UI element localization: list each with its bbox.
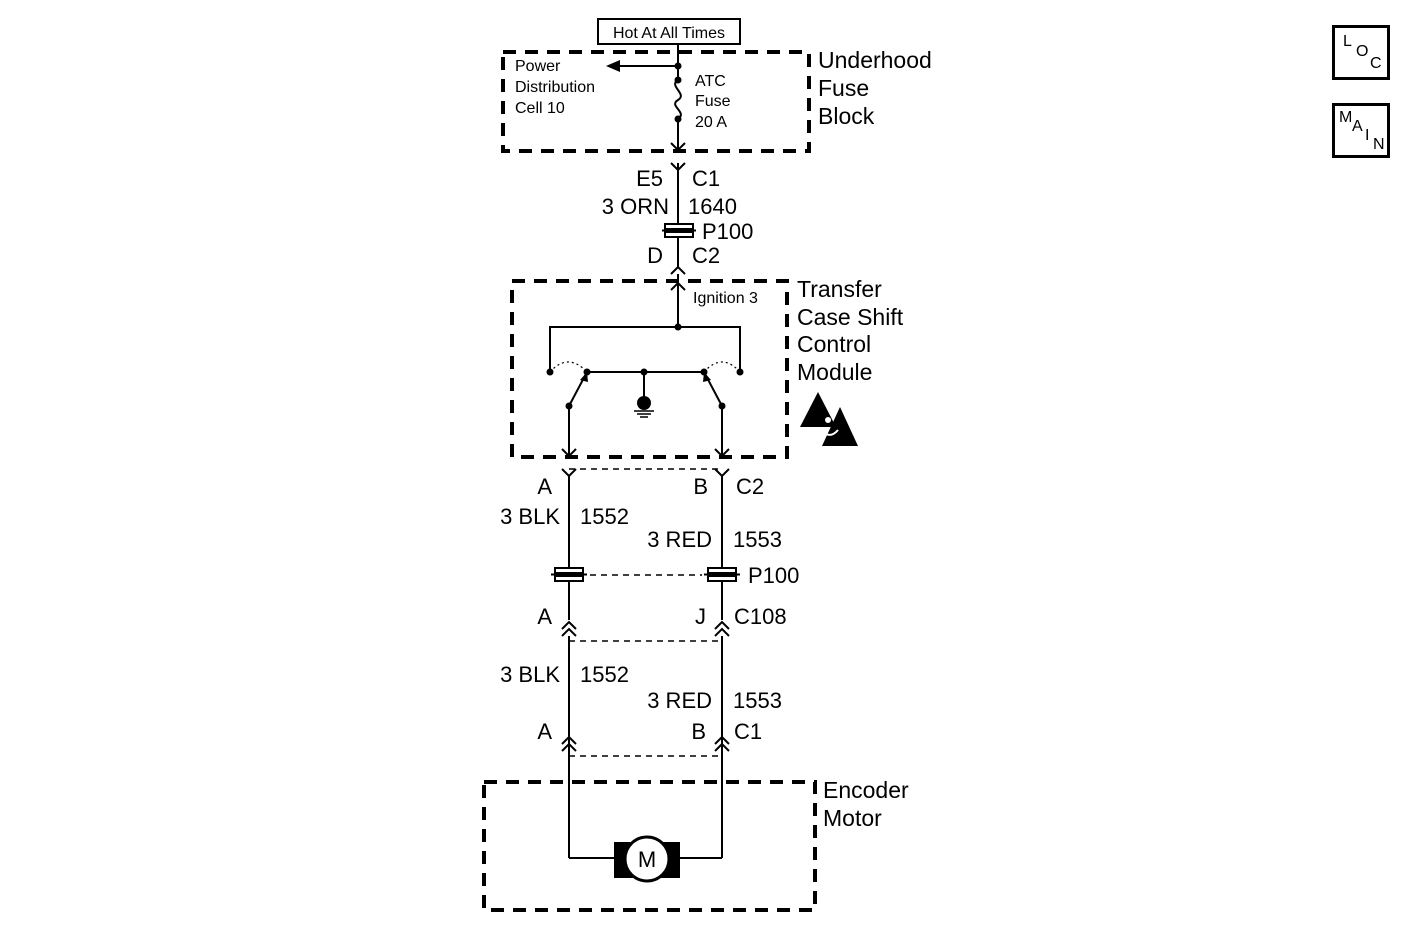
- power-dist-line-3: Cell 10: [515, 100, 565, 117]
- fuse-circuit: [606, 44, 686, 152]
- loc-letter-c: C: [1370, 55, 1382, 72]
- conn-upper-connector-2: C2: [692, 243, 720, 268]
- fuse-line-3: 20 A: [695, 114, 727, 131]
- wire-1553-circuit-upper: 1553: [733, 527, 782, 552]
- conn-c2-lower-connector: C2: [736, 474, 764, 499]
- loc-letter-o: O: [1356, 43, 1369, 60]
- wire-1640-color: 3 ORN: [602, 194, 669, 219]
- motor-symbol: M: [638, 847, 656, 872]
- wire-1553-circuit-lower: 1553: [733, 688, 782, 713]
- conn-c108-connector: C108: [734, 604, 787, 629]
- conn-c108-pin-j: J: [695, 604, 706, 629]
- encoder-motor-boundary: [482, 780, 817, 912]
- main-letter-n: N: [1373, 136, 1385, 153]
- power-dist-line-1: Power: [515, 58, 561, 75]
- conn-c2-lower-pin-a: A: [537, 474, 552, 499]
- underhood-name-line-2: Fuse: [818, 75, 869, 101]
- conn-c1-motor-connector: C1: [734, 719, 762, 744]
- conn-c2-lower-pin-b: B: [693, 474, 708, 499]
- wire-1553-color-upper: 3 RED: [647, 527, 712, 552]
- wire-1553-color-lower: 3 RED: [647, 688, 712, 713]
- esd-warning-icon: [800, 392, 858, 446]
- wire-1552-circuit-lower: 1552: [580, 662, 629, 687]
- main-nav-button[interactable]: M A I N: [1332, 103, 1390, 158]
- main-letter-i: I: [1365, 127, 1370, 144]
- fuse-line-1: ATC: [695, 73, 726, 90]
- conn-c108-pin-a: A: [537, 604, 552, 629]
- wire-1640: [662, 162, 696, 280]
- conn-c1-motor-pin-a: A: [537, 719, 552, 744]
- splice-p100-lower: P100: [748, 563, 799, 588]
- wire-1552-color-upper: 3 BLK: [500, 504, 560, 529]
- encoder-motor-name-line-2: Motor: [823, 805, 882, 831]
- underhood-name-line-3: Block: [818, 103, 875, 129]
- underhood-fuse-block-boundary: [501, 50, 811, 153]
- wires-upper: [551, 476, 740, 620]
- module-internal-circuit: [546, 281, 744, 458]
- fuse-line-2: Fuse: [695, 93, 731, 110]
- wire-1552-circuit-upper: 1552: [580, 504, 629, 529]
- conn-c1-motor-pin-b: B: [691, 719, 706, 744]
- ground-icon: [634, 372, 654, 418]
- fuse-icon: [674, 79, 682, 120]
- main-letter-m: M: [1339, 109, 1353, 126]
- motor-icon: M: [569, 835, 722, 883]
- power-dist-line-2: Distribution: [515, 79, 595, 96]
- encoder-motor-name-line-1: Encoder: [823, 777, 909, 803]
- module-name-line-2: Case Shift: [797, 304, 904, 330]
- conn-upper-pin-left-2: D: [647, 243, 663, 268]
- splice-p100-upper: P100: [702, 219, 753, 244]
- loc-letter-l: L: [1343, 33, 1352, 50]
- module-name-line-4: Module: [797, 359, 872, 385]
- underhood-name-line-1: Underhood: [818, 47, 932, 73]
- main-letter-a: A: [1352, 118, 1363, 135]
- conn-c108-symbols: [561, 620, 730, 642]
- conn-upper-connector: C1: [692, 166, 720, 191]
- wires-lower: [568, 636, 723, 858]
- loc-nav-button[interactable]: L O C: [1332, 25, 1390, 80]
- module-input-label: Ignition 3: [693, 290, 758, 307]
- module-name-line-3: Control: [797, 331, 871, 357]
- wire-1640-circuit: 1640: [688, 194, 737, 219]
- module-boundary: [510, 279, 789, 459]
- module-name-line-1: Transfer: [797, 276, 882, 302]
- conn-upper-pin-left: E5: [636, 166, 663, 191]
- conn-c1-motor-symbols: [561, 735, 730, 757]
- supply-label: Hot At All Times: [613, 25, 725, 42]
- wire-1552-color-lower: 3 BLK: [500, 662, 560, 687]
- supply-label-box: Hot At All Times: [597, 18, 741, 45]
